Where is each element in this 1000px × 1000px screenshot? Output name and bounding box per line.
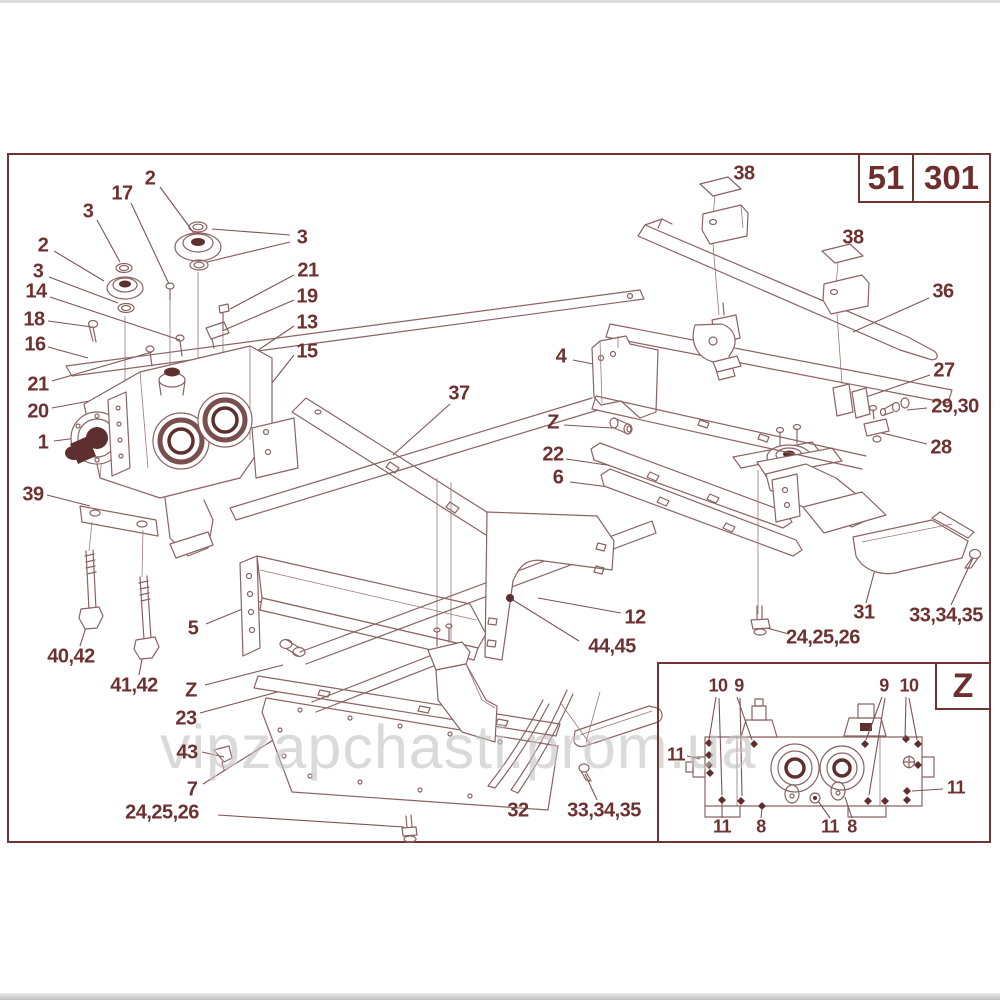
right-rails-bracket (590, 423, 982, 636)
callout-29-30: 29,30 (931, 395, 979, 418)
callout-11: 11 (820, 816, 840, 837)
callout-44-45: 44,45 (588, 635, 636, 658)
mount-bar-and-bolts (78, 505, 160, 660)
top-rail-assembly (591, 176, 953, 470)
z-detail-drawing (685, 696, 944, 819)
drawing-code-right: 301 (923, 159, 980, 196)
detail-z-label: Z (935, 662, 991, 710)
callout-38: 38 (842, 226, 864, 249)
callout-40-42: 40,42 (47, 645, 95, 668)
callout-16: 16 (24, 333, 46, 356)
callout-3: 3 (32, 260, 44, 283)
callout-10: 10 (708, 675, 728, 696)
gearbox-assembly (65, 221, 645, 559)
callout-13: 13 (296, 311, 318, 334)
callout-18: 18 (23, 308, 45, 331)
callout-36: 36 (932, 280, 954, 303)
callout-41-42: 41,42 (110, 674, 158, 697)
callout-8: 8 (847, 816, 857, 837)
callout-11: 11 (712, 816, 732, 837)
callout-22: 22 (542, 443, 564, 466)
callout-19: 19 (296, 285, 318, 308)
callout-11: 11 (666, 744, 686, 765)
detail-z-box: Z (657, 662, 991, 843)
callout-24-25-26: 24,25,26 (125, 801, 199, 824)
callout-2: 2 (144, 167, 156, 190)
callout-23: 23 (175, 707, 197, 730)
callout-17: 17 (111, 182, 133, 205)
callout-24-25-26: 24,25,26 (786, 626, 860, 649)
callout-38: 38 (733, 162, 755, 185)
callout-11: 11 (946, 777, 966, 798)
center-assembly (229, 397, 663, 794)
left-lower-plates (213, 555, 561, 843)
callout-10: 10 (899, 675, 919, 696)
page-edge-bottom (0, 993, 1000, 1000)
page-edge-top (0, 0, 1000, 3)
callout-31: 31 (853, 601, 875, 624)
callout-3: 3 (82, 200, 94, 223)
callout-37: 37 (448, 382, 470, 405)
callout-43: 43 (176, 741, 198, 764)
callout-12: 12 (624, 606, 646, 629)
callout-8: 8 (756, 816, 766, 837)
callout-14: 14 (25, 280, 47, 303)
callout-27: 27 (933, 359, 955, 382)
callout-28: 28 (930, 436, 952, 459)
drawing-code-left: 51 (860, 155, 914, 201)
callout-32: 32 (507, 799, 529, 822)
callout-9: 9 (734, 675, 744, 696)
callout-7: 7 (186, 778, 198, 801)
callout-4: 4 (555, 345, 567, 368)
callout-33-34-35: 33,34,35 (909, 604, 983, 627)
callout-9: 9 (879, 675, 889, 696)
callout-Z: Z (185, 679, 197, 702)
callout-2: 2 (37, 234, 49, 257)
callout-3: 3 (296, 226, 308, 249)
callout-15: 15 (296, 340, 318, 363)
callout-1: 1 (37, 431, 49, 454)
callout-39: 39 (22, 483, 44, 506)
drawing-border (7, 153, 991, 843)
callout-33-34-35: 33,34,35 (567, 799, 641, 822)
callout-21: 21 (27, 373, 49, 396)
callout-20: 20 (27, 400, 49, 423)
callout-6: 6 (552, 466, 564, 489)
callout-5: 5 (187, 617, 199, 640)
drawing-code-box: 51 301 (858, 153, 991, 203)
callout-21: 21 (297, 259, 319, 282)
callout-Z: Z (547, 411, 559, 434)
